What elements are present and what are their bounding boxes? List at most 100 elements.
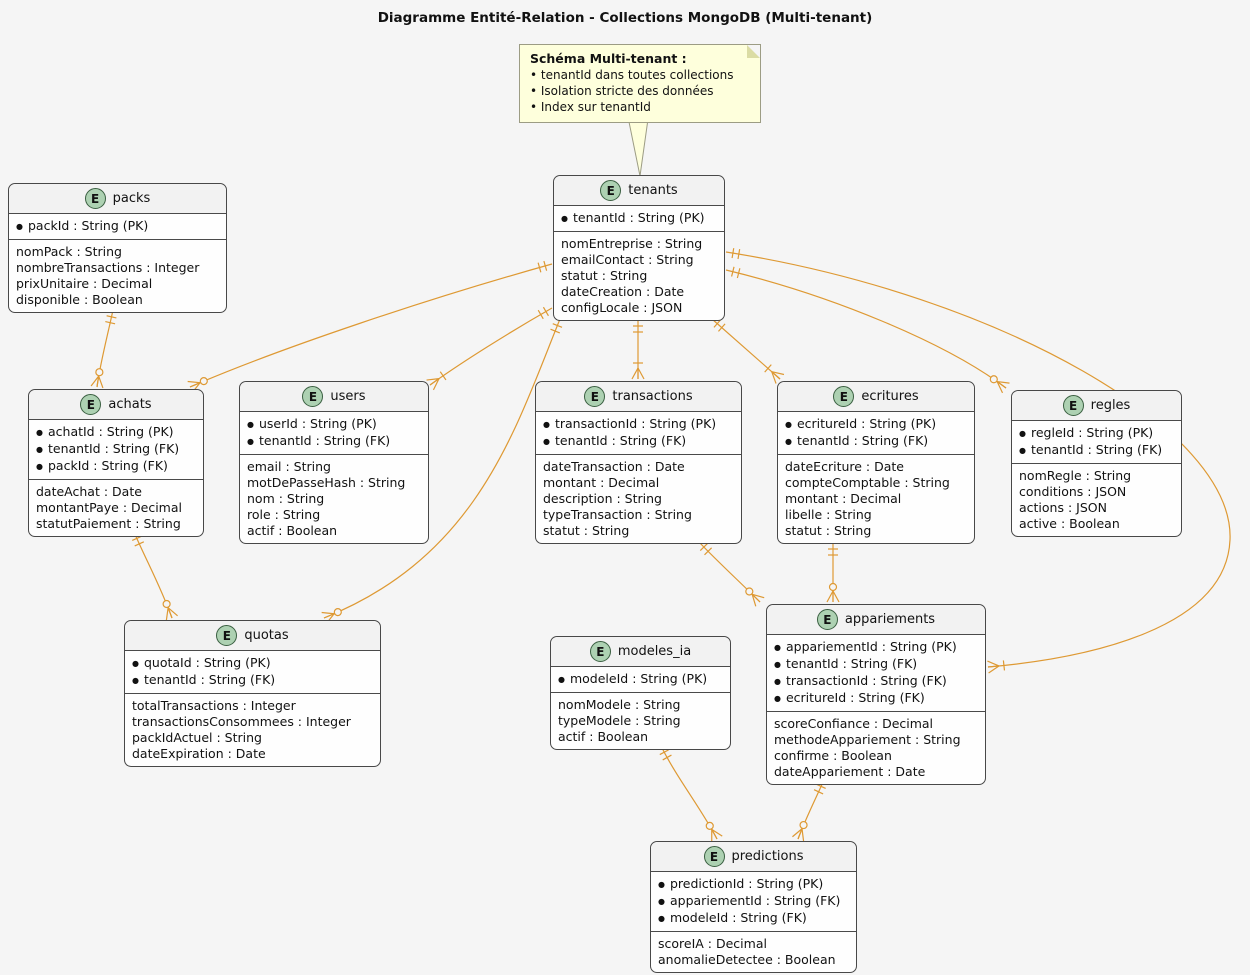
note-line: • Isolation stricte des données [530,84,714,98]
entity-attr-field: statut : String [561,268,648,283]
key-bullet-icon: ● [658,880,665,889]
entity-key-field: ●tenantId : String (PK) [561,210,705,225]
key-bullet-icon: ● [1019,429,1026,438]
entity-attr-field: typeTransaction : String [543,507,692,522]
entity-icon: E [216,625,238,646]
entity-name: tenants [628,183,678,198]
key-bullet-icon: ● [774,694,781,703]
entity-key-field: ●userId : String (PK) [247,416,377,431]
entity-icon: E [302,386,324,407]
relation-tenants-appariements [725,248,1231,674]
entity-name: users [330,389,366,404]
entity-attr-field: motDePasseHash : String [247,475,406,490]
entity-key-field: ●transactionId : String (FK) [774,673,947,688]
entity-name: appariements [844,612,936,627]
entity-attr-field: scoreIA : Decimal [658,936,767,951]
entity-key-field: ●ecritureId : String (FK) [774,690,925,705]
entity-attr-field: nombreTransactions : Integer [16,260,200,275]
entity-attr-field: dateCreation : Date [561,284,685,299]
entity-key-field: ●transactionId : String (PK) [543,416,717,431]
entity-key-field: ●packId : String (PK) [16,218,149,233]
key-bullet-icon: ● [36,445,43,454]
entity-key-field: ●tenantId : String (FK) [247,433,391,448]
relation-modeles_ia-predictions [659,745,723,842]
entity-name: quotas [244,628,289,643]
entity-icon: E [703,846,725,867]
key-bullet-icon: ● [36,428,43,437]
relation-tenants-regles [725,266,1010,394]
entity-attr-field: montant : Decimal [785,491,902,506]
entity-key-field: ●tenantId : String (FK) [1019,442,1163,457]
entity-attr-field: packIdActuel : String [132,730,262,745]
entity-key-field: ●ecritureId : String (PK) [785,416,937,431]
entity-key-field: ●tenantId : String (FK) [36,441,180,456]
entity-attr-field: nom : String [247,491,325,506]
entity-attr-field: actif : Boolean [247,523,338,538]
note-title: Schéma Multi-tenant : [530,51,687,66]
entity-attr-field: nomRegle : String [1019,468,1132,483]
entity-attr-field: nomModele : String [558,697,681,712]
entity-attr-field: statut : String [543,523,630,538]
entity-attr-field: dateExpiration : Date [132,746,266,761]
relation-tenants-achats [187,260,553,393]
key-bullet-icon: ● [247,437,254,446]
key-bullet-icon: ● [543,420,550,429]
key-bullet-icon: ● [36,462,43,471]
key-bullet-icon: ● [558,675,565,684]
entity-attr-field: confirme : Boolean [774,748,892,763]
entity-key-field: ●predictionId : String (PK) [658,876,824,891]
entity-icon: E [80,394,102,415]
entity-attr-field: scoreConfiance : Decimal [774,716,934,731]
key-bullet-icon: ● [658,897,665,906]
entity-icon: E [1062,395,1084,416]
entity-attr-field: conditions : JSON [1019,484,1127,499]
entity-attr-field: typeModele : String [558,713,681,728]
entity-attr-field: dateEcriture : Date [785,459,904,474]
entity-attr-field: disponible : Boolean [16,292,143,307]
relation-appariements-predictions [792,779,826,842]
key-bullet-icon: ● [658,914,665,923]
key-bullet-icon: ● [132,659,139,668]
entity-icon: E [816,609,838,630]
entity-name: modeles_ia [617,644,692,659]
entity-attr-field: libelle : String [785,507,872,522]
entity-attr-field: anomalieDetectee : Boolean [658,952,836,967]
entity-icon: E [600,180,622,201]
entity-key-field: ●quotaId : String (PK) [132,655,271,670]
entity-attr-field: nomPack : String [16,244,122,259]
key-bullet-icon: ● [247,420,254,429]
key-bullet-icon: ● [561,214,568,223]
diagram-title: Diagramme Entité-Relation - Collections … [377,10,873,26]
key-bullet-icon: ● [132,676,139,685]
entity-attr-field: nomEntreprise : String [561,236,703,251]
relation-packs-achats [90,309,117,389]
entity-attr-field: configLocale : JSON [561,300,683,315]
entity-attr-field: active : Boolean [1019,516,1120,531]
entity-key-field: ●tenantId : String (FK) [785,433,929,448]
note-line: • tenantId dans toutes collections [530,68,734,82]
entity-attr-field: totalTransactions : Integer [132,698,296,713]
entity-attr-field: statut : String [785,523,872,538]
entity-key-field: ●appariementId : String (FK) [658,893,841,908]
entity-attr-field: actions : JSON [1019,500,1107,515]
entity-attr-field: actif : Boolean [558,729,649,744]
entity-key-field: ●appariementId : String (PK) [774,639,957,654]
entity-key-field: ●modeleId : String (FK) [658,910,807,925]
key-bullet-icon: ● [785,437,792,446]
entity-name: regles [1090,398,1131,413]
key-bullet-icon: ● [774,643,781,652]
entity-attr-field: email : String [247,459,331,474]
entity-attr-field: compteComptable : String [785,475,950,490]
entity-attr-field: montant : Decimal [543,475,660,490]
